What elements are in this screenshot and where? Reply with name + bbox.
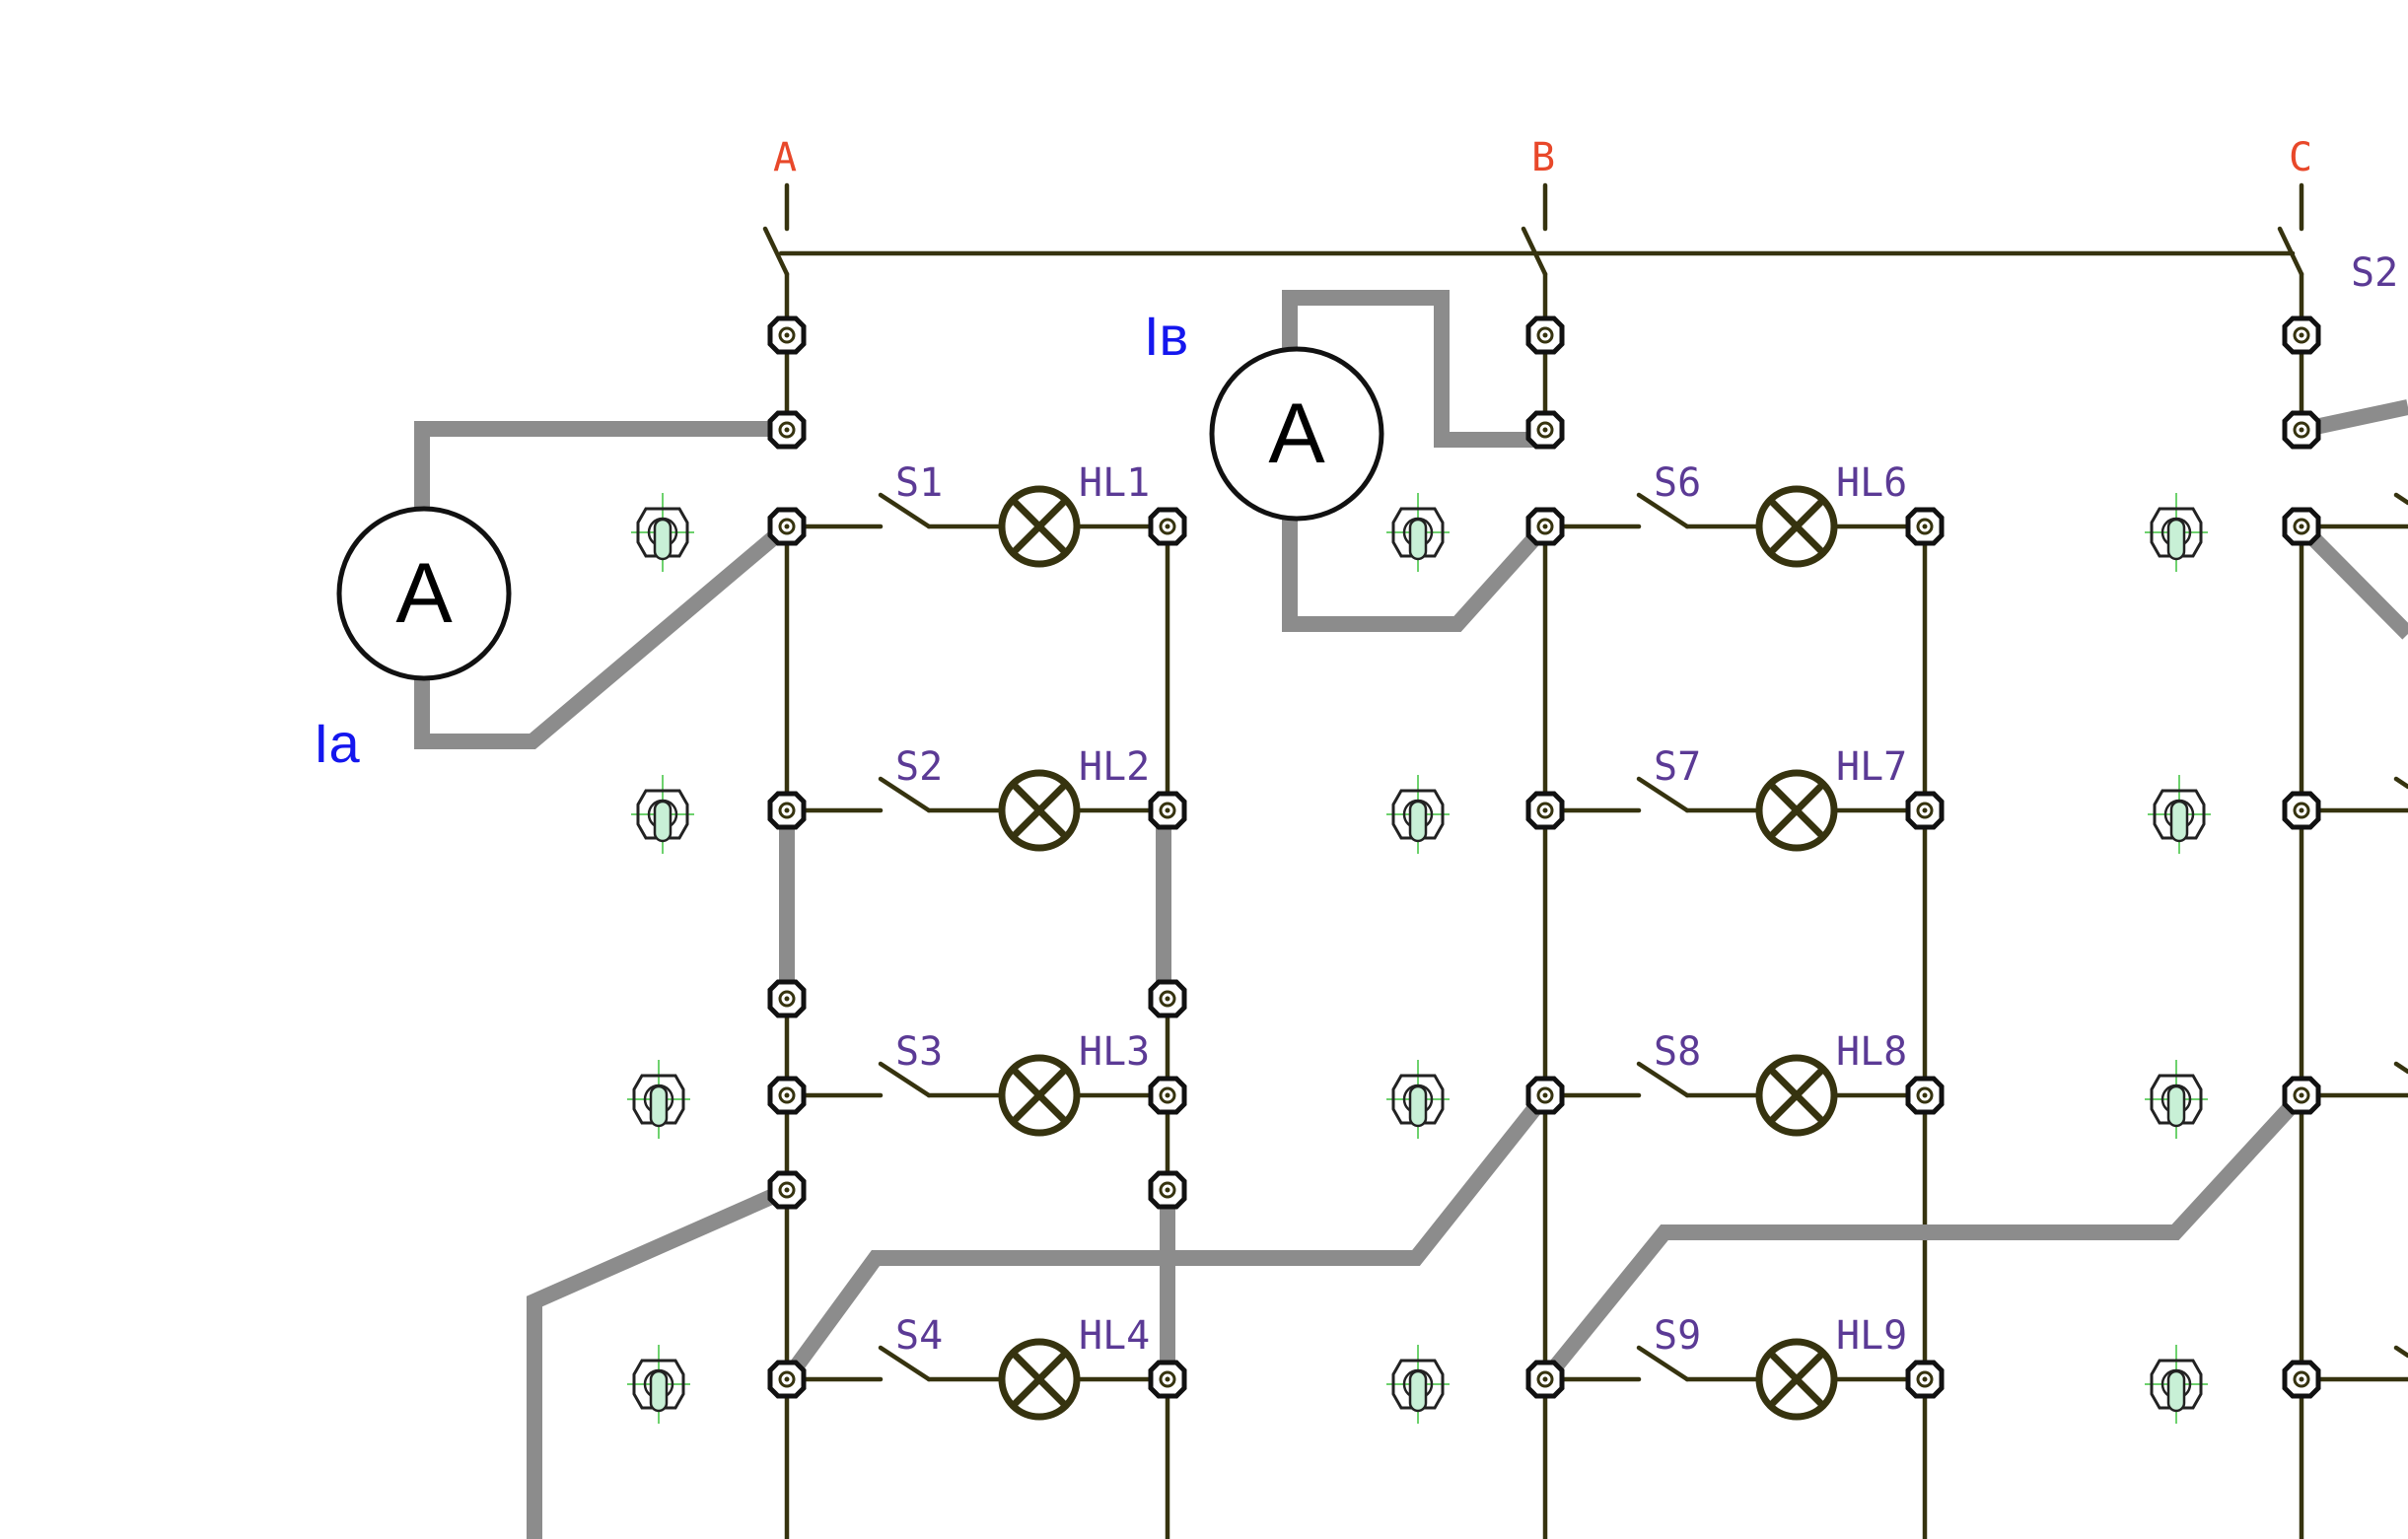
switch-label: S9 [1654, 1313, 1701, 1359]
phase-b-label: B [1531, 135, 1555, 180]
labels: A B C S2 Ia Iв S1 S2 S3 S4 HL1 HL2 HL3 H… [314, 135, 2398, 1359]
terminal[interactable] [1908, 794, 1942, 827]
terminal[interactable] [770, 1079, 804, 1112]
ammeter-ib-symbol: A [1268, 386, 1325, 481]
terminal[interactable] [1151, 982, 1184, 1015]
lamp-hl7-icon [1759, 773, 1834, 848]
ammeter-ia-icon [336, 506, 512, 681]
switch-label: S6 [1654, 460, 1701, 506]
lamp-hl1-icon [1002, 489, 1077, 564]
terminal[interactable] [770, 510, 804, 543]
toggle-switch-s9-icon[interactable] [1384, 1343, 1452, 1426]
terminal[interactable] [1908, 510, 1942, 543]
switch-label: S1 [895, 460, 943, 506]
ammeter-ia: A [336, 506, 512, 681]
lamp-label: HL2 [1079, 744, 1150, 790]
terminal[interactable] [1151, 510, 1184, 543]
terminal[interactable] [1151, 1363, 1184, 1396]
lamp-hl9-icon [1759, 1342, 1834, 1417]
toggle-switch-s6-icon[interactable] [1384, 491, 1452, 574]
lamp-label: HL8 [1836, 1029, 1907, 1075]
phase-a-label: A [773, 135, 797, 180]
switch-label: S8 [1654, 1029, 1701, 1075]
switch-label: S7 [1654, 744, 1701, 790]
lamp-label: HL1 [1079, 460, 1150, 506]
toggle-switch-s7-icon[interactable] [1384, 773, 1452, 856]
terminal[interactable] [770, 1173, 804, 1207]
lamp-label: HL9 [1836, 1313, 1907, 1359]
lamp-hl8-icon [1759, 1058, 1834, 1133]
terminal[interactable] [2285, 1363, 2318, 1396]
ammeter-ia-label: Ia [314, 712, 361, 774]
switch-label: S4 [895, 1313, 943, 1359]
terminal[interactable] [770, 1363, 804, 1396]
lamp-label: HL7 [1836, 744, 1907, 790]
terminal[interactable] [1528, 413, 1562, 447]
terminal[interactable] [1908, 1363, 1942, 1396]
terminal[interactable] [770, 413, 804, 447]
toggle-switch-s4-icon[interactable] [625, 1343, 692, 1426]
terminal[interactable] [2285, 1079, 2318, 1112]
lamp-hl6-icon [1759, 489, 1834, 564]
terminal[interactable] [1528, 1079, 1562, 1112]
ammeter-ib: A [1209, 346, 1384, 522]
toggle-switch-s8-icon[interactable] [1384, 1058, 1452, 1141]
terminal[interactable] [1528, 510, 1562, 543]
breaker-label: S2 [2351, 250, 2398, 296]
terminal[interactable] [1151, 1173, 1184, 1207]
toggle-switch-s1-icon[interactable] [629, 491, 696, 574]
terminal[interactable] [770, 794, 804, 827]
terminal[interactable] [1528, 1363, 1562, 1396]
jumper-leads [414, 290, 2408, 1539]
lamp-label: HL6 [1836, 460, 1907, 506]
lamp-label: HL4 [1079, 1313, 1150, 1359]
switch-label: S2 [895, 744, 943, 790]
ammeter-ib-icon [1209, 346, 1384, 522]
terminal[interactable] [770, 982, 804, 1015]
ammeter-ia-symbol: A [395, 546, 453, 641]
terminal[interactable] [2285, 794, 2318, 827]
lamp-label: HL3 [1079, 1029, 1150, 1075]
terminal[interactable] [2285, 510, 2318, 543]
terminal[interactable] [2285, 413, 2318, 447]
toggle-switch-icon[interactable] [2143, 491, 2210, 574]
toggle-switch-s2-icon[interactable] [629, 773, 696, 856]
lamp-hl2-icon [1002, 773, 1077, 848]
terminal[interactable] [770, 318, 804, 352]
lamp-hl4-icon [1002, 1342, 1077, 1417]
terminal[interactable] [1151, 794, 1184, 827]
toggle-switch-icon[interactable] [2143, 1058, 2210, 1141]
phase-c-label: C [2289, 135, 2312, 180]
ammeter-ib-label: Iв [1144, 305, 1188, 367]
toggle-switch-icon[interactable] [2143, 1343, 2210, 1426]
toggle-switch-icon[interactable] [2146, 773, 2213, 856]
toggle-switch-s3-icon[interactable] [625, 1058, 692, 1141]
lamp-hl3-icon [1002, 1058, 1077, 1133]
terminal[interactable] [1528, 794, 1562, 827]
terminal[interactable] [2285, 318, 2318, 352]
terminal[interactable] [1908, 1079, 1942, 1112]
terminal[interactable] [1528, 318, 1562, 352]
switch-label: S3 [895, 1029, 943, 1075]
terminal[interactable] [1151, 1079, 1184, 1112]
